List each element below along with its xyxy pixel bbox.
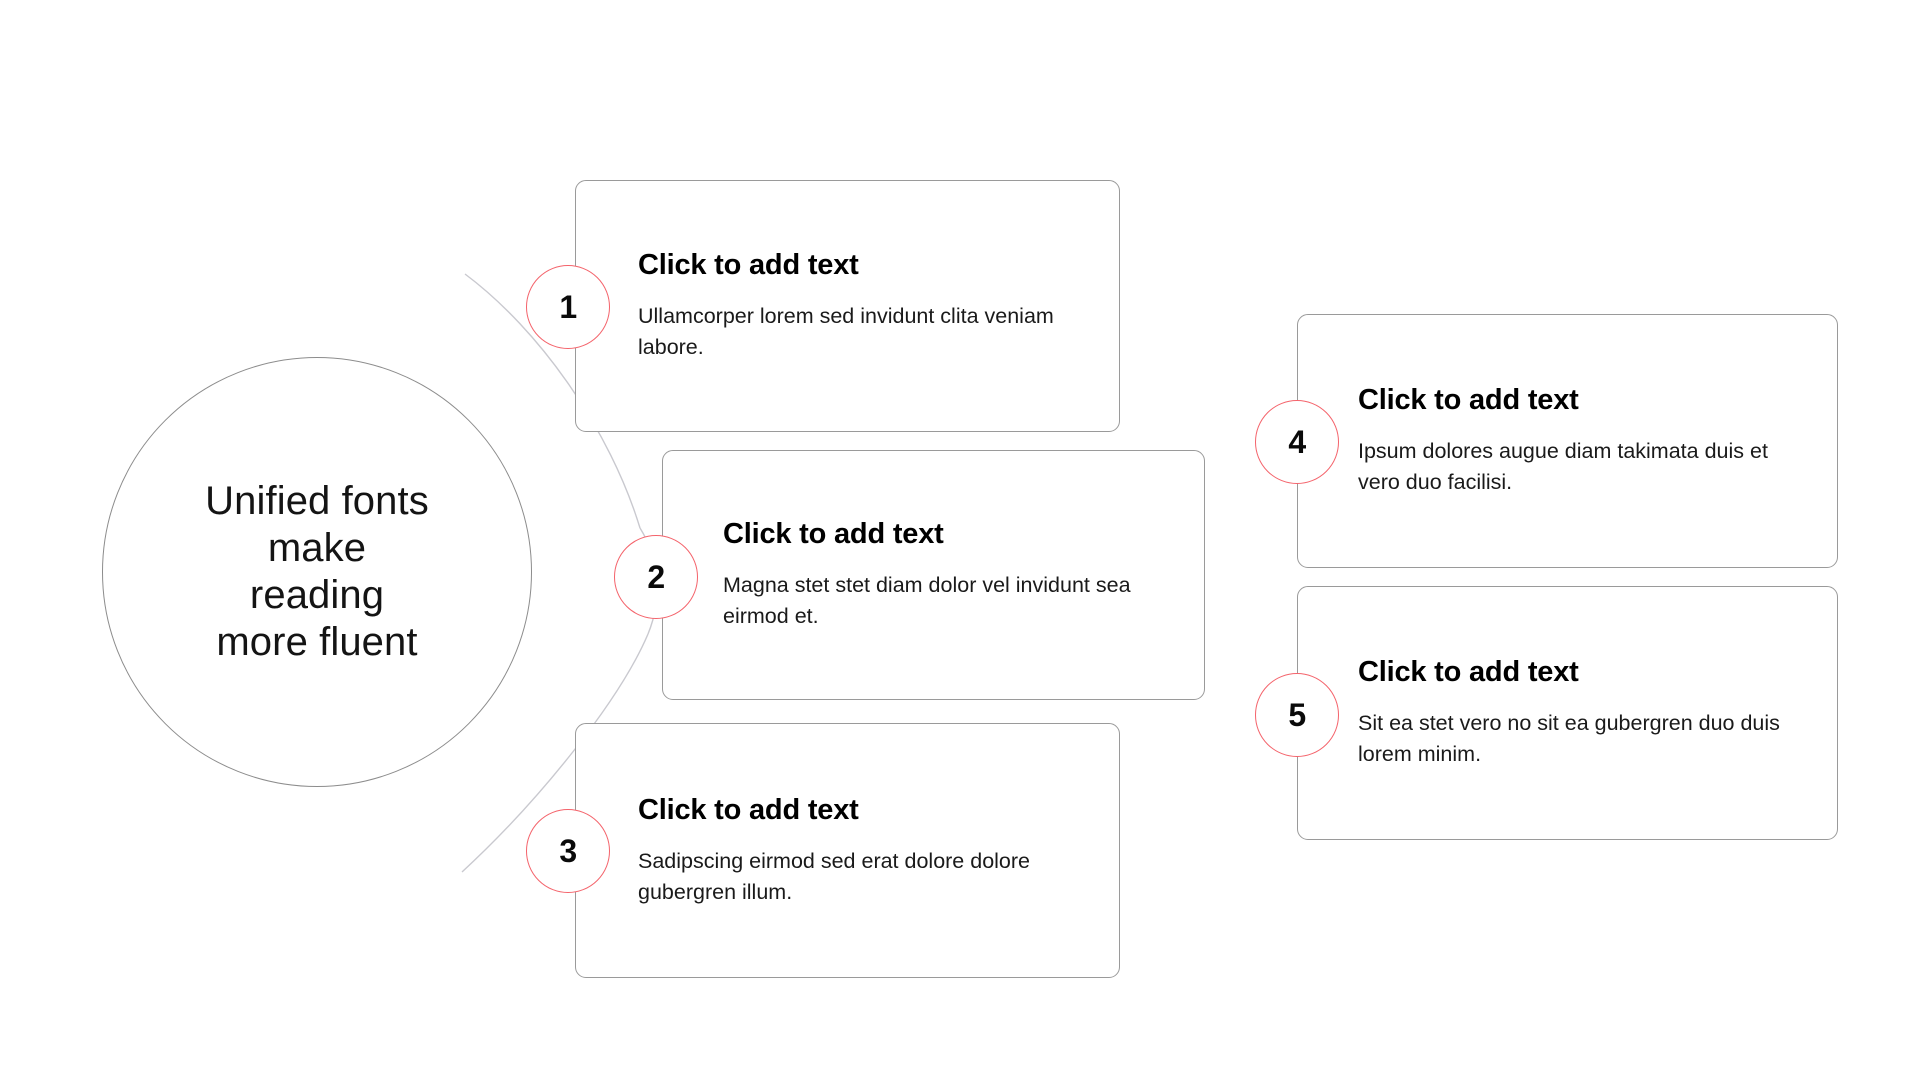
card-2-content: Click to add text Magna stet stet diam d… xyxy=(723,518,1170,632)
card-5-body[interactable]: Sit ea stet vero no sit ea gubergren duo… xyxy=(1358,711,1780,767)
card-3-body[interactable]: Sadipscing eirmod sed erat dolore dolore… xyxy=(638,848,1031,904)
step-badge-1[interactable]: 1 xyxy=(526,265,610,349)
step-badge-5-number: 5 xyxy=(1288,697,1306,733)
content-card-2[interactable]: Click to add text Magna stet stet diam d… xyxy=(662,450,1205,700)
step-badge-2[interactable]: 2 xyxy=(614,535,698,619)
card-4-body[interactable]: Ipsum dolores augue diam takimata duis e… xyxy=(1358,439,1768,495)
card-5-content: Click to add text Sit ea stet vero no si… xyxy=(1358,656,1803,770)
step-badge-4-number: 4 xyxy=(1288,424,1306,460)
content-card-5[interactable]: Click to add text Sit ea stet vero no si… xyxy=(1297,586,1838,840)
content-card-1[interactable]: Click to add text Ullamcorper lorem sed … xyxy=(575,180,1120,432)
step-badge-1-number: 1 xyxy=(559,289,577,325)
step-badge-3-number: 3 xyxy=(559,833,577,869)
step-badge-2-number: 2 xyxy=(647,559,665,595)
card-3-title[interactable]: Click to add text xyxy=(638,793,859,826)
content-card-3[interactable]: Click to add text Sadipscing eirmod sed … xyxy=(575,723,1120,978)
card-4-title[interactable]: Click to add text xyxy=(1358,383,1579,416)
card-2-title[interactable]: Click to add text xyxy=(723,517,944,550)
step-badge-4[interactable]: 4 xyxy=(1255,400,1339,484)
card-4-content: Click to add text Ipsum dolores augue di… xyxy=(1358,384,1803,498)
step-badge-3[interactable]: 3 xyxy=(526,809,610,893)
hub-title: Unified fonts make reading more fluent xyxy=(205,479,429,664)
step-badge-5[interactable]: 5 xyxy=(1255,673,1339,757)
card-2-body[interactable]: Magna stet stet diam dolor vel invidunt … xyxy=(723,573,1131,629)
card-1-body[interactable]: Ullamcorper lorem sed invidunt clita ven… xyxy=(638,304,1054,360)
card-1-content: Click to add text Ullamcorper lorem sed … xyxy=(638,249,1085,363)
card-5-title[interactable]: Click to add text xyxy=(1358,655,1579,688)
content-card-4[interactable]: Click to add text Ipsum dolores augue di… xyxy=(1297,314,1838,568)
card-3-content: Click to add text Sadipscing eirmod sed … xyxy=(638,793,1085,907)
card-1-title[interactable]: Click to add text xyxy=(638,248,859,281)
hub-circle[interactable]: Unified fonts make reading more fluent xyxy=(102,357,532,787)
